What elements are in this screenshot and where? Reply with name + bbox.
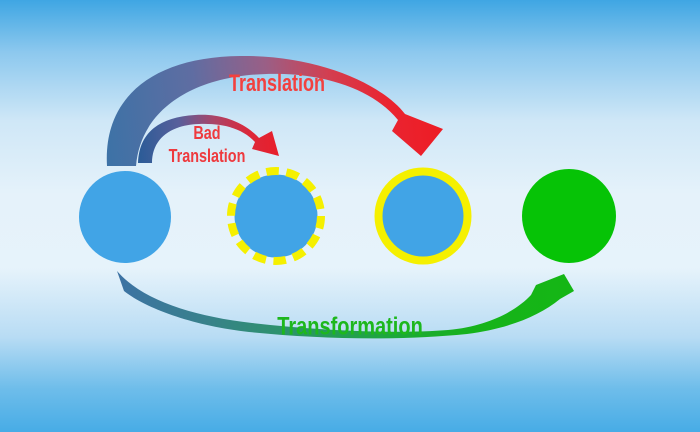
bad-translation-arrow — [138, 114, 279, 163]
transformation-arrow — [117, 271, 574, 339]
transformation-result-circle — [522, 169, 616, 263]
transformation-label: Transformation — [277, 312, 423, 341]
translation-arrow — [106, 55, 443, 167]
bad-translation-result-circle — [227, 167, 325, 265]
dashed-yellow-outline — [227, 167, 325, 265]
source-circle — [79, 171, 171, 263]
bad-translation-label: Bad Translation — [168, 123, 246, 166]
translation-result-circle — [374, 167, 472, 265]
translation-label: Translation — [228, 69, 326, 97]
